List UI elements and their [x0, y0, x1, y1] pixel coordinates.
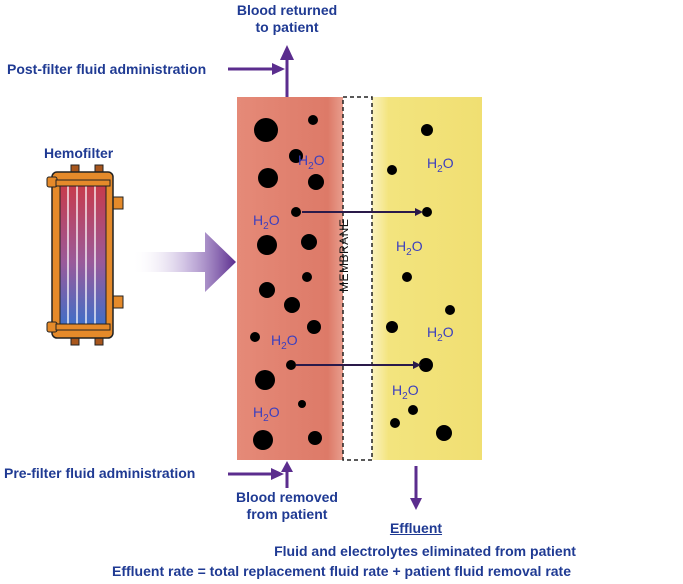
pre-filter-label: Pre-filter fluid administration [4, 465, 196, 481]
effluent-compartment [372, 97, 482, 460]
blood-removed-line1: Blood removed [236, 489, 338, 505]
particle [390, 418, 400, 428]
blood-particles [250, 115, 324, 450]
hemofilter-icon [46, 164, 124, 346]
particle [386, 321, 398, 333]
particle [308, 174, 324, 190]
particle [254, 118, 278, 142]
particle [301, 234, 317, 250]
particle [257, 235, 277, 255]
particle [258, 168, 278, 188]
particle [308, 431, 322, 445]
h2o-label: H2O [392, 382, 419, 402]
effluent-arrowhead [410, 498, 422, 510]
particle [286, 360, 296, 370]
blood-removed-line2: from patient [246, 506, 328, 522]
blood-returned-line1: Blood returned [236, 2, 338, 18]
h2o-label: H2O [427, 155, 454, 175]
effluent-description: Fluid and electrolytes eliminated from p… [274, 543, 576, 559]
particle [419, 358, 433, 372]
particle [302, 272, 312, 282]
particle [284, 297, 300, 313]
particle [402, 272, 412, 282]
particle [421, 124, 433, 136]
pre-filter-arrowhead [271, 468, 284, 480]
membrane [342, 96, 373, 461]
blood-returned-label: Blood returned to patient [222, 2, 352, 36]
blood-removed-label: Blood removed from patient [222, 489, 352, 523]
h2o-label: H2O [253, 404, 280, 424]
particle [298, 400, 306, 408]
particle [307, 320, 321, 334]
particle [253, 430, 273, 450]
particle [250, 332, 260, 342]
particle [408, 405, 418, 415]
blood-returned-line2: to patient [255, 19, 319, 35]
hemofilter-label: Hemofilter [44, 145, 114, 161]
effluent-rate-formula: Effluent rate = total replacement fluid … [112, 563, 571, 579]
particle [422, 207, 432, 217]
blood-removed-arrowhead [281, 461, 293, 472]
h2o-label: H2O [298, 152, 325, 172]
h2o-label: H2O [253, 212, 280, 232]
particle [255, 370, 275, 390]
particle [289, 149, 303, 163]
blood-return-arrowhead [280, 45, 294, 60]
particle [387, 165, 397, 175]
particle [445, 305, 455, 315]
particle [436, 425, 452, 441]
hemofilter-flow-arrow [132, 232, 236, 292]
effluent-title: Effluent [389, 520, 443, 536]
particle [308, 115, 318, 125]
h2o-label: H2O [271, 332, 298, 352]
h2o-label: H2O [427, 324, 454, 344]
h2o-label: H2O [396, 238, 423, 258]
membrane-label: MEMBRANE [337, 219, 351, 292]
particle [291, 207, 301, 217]
effluent-particles [386, 124, 455, 441]
post-filter-arrowhead [272, 63, 285, 75]
particle [259, 282, 275, 298]
post-filter-label: Post-filter fluid administration [7, 61, 207, 77]
